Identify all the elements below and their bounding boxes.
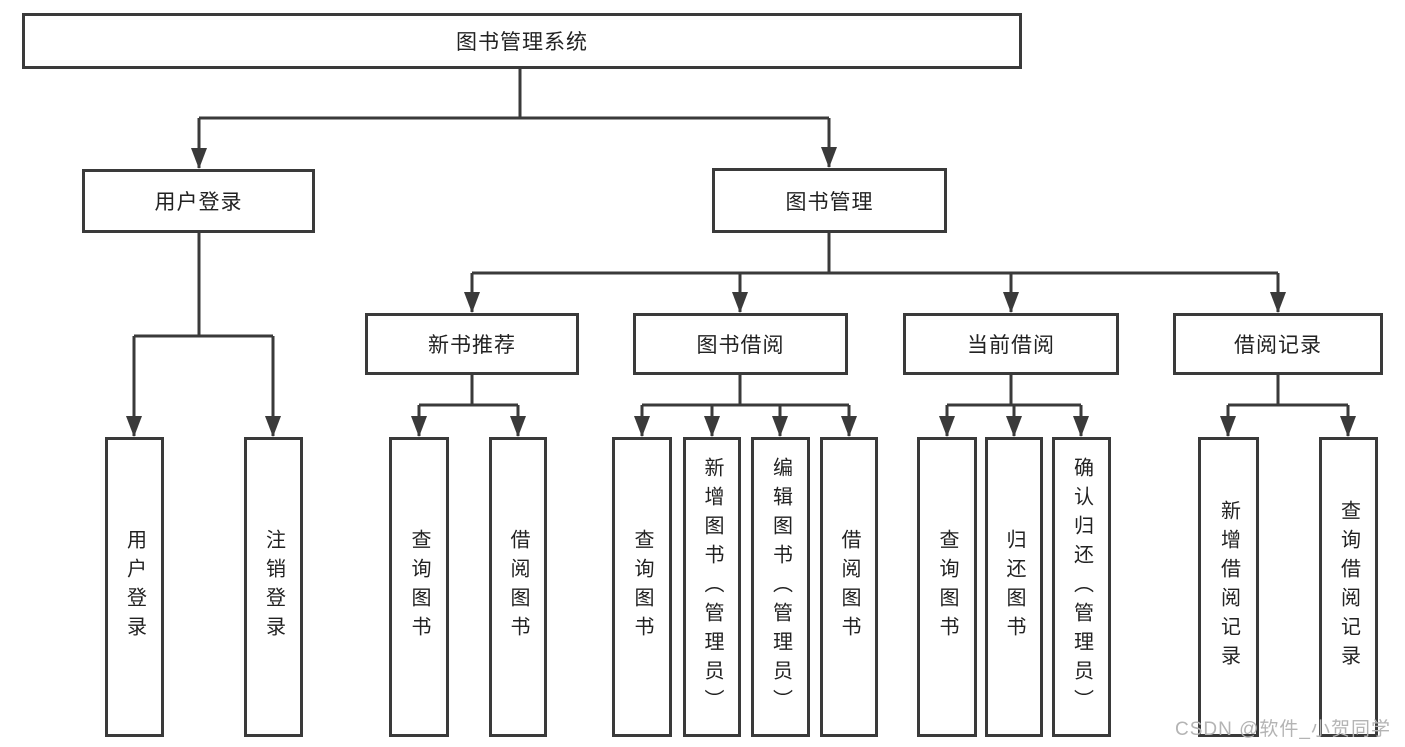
node-book-management: 图书管理 <box>712 168 947 233</box>
node-library-management-system: 图书管理系统 <box>22 13 1022 69</box>
leaf-newbook-search: 查询图书 <box>389 437 449 737</box>
leaf-records-add: 新增借阅记录 <box>1198 437 1259 737</box>
leaf-label: 编辑图书（管理员） <box>769 456 792 718</box>
node-new-book-recommend: 新书推荐 <box>365 313 579 375</box>
leaf-label: 新增图书（管理员） <box>701 456 723 718</box>
leaf-logout: 注销登录 <box>244 437 303 737</box>
leaf-label: 查询借阅记录 <box>1337 500 1360 674</box>
leaf-label: 查询图书 <box>408 529 430 645</box>
leaf-newbook-borrow: 借阅图书 <box>489 437 547 737</box>
watermark: CSDN @软件_小贺同学 <box>1175 719 1391 740</box>
leaf-records-search: 查询借阅记录 <box>1319 437 1378 737</box>
leaf-label: 借阅图书 <box>838 529 860 645</box>
leaf-label: 查询图书 <box>936 529 958 645</box>
leaf-current-return: 归还图书 <box>985 437 1043 737</box>
leaf-borrow-borrow: 借阅图书 <box>820 437 878 737</box>
leaf-borrow-search: 查询图书 <box>612 437 672 737</box>
leaf-label: 归还图书 <box>1003 529 1025 645</box>
node-borrowing-records: 借阅记录 <box>1173 313 1383 375</box>
leaf-label: 查询图书 <box>631 529 653 645</box>
leaf-label: 借阅图书 <box>507 529 529 645</box>
leaf-current-search: 查询图书 <box>917 437 977 737</box>
leaf-label: 确认归还（管理员） <box>1070 456 1093 718</box>
leaf-borrow-edit-admin: 编辑图书（管理员） <box>751 437 810 737</box>
leaf-current-confirm-return-admin: 确认归还（管理员） <box>1052 437 1111 737</box>
leaf-borrow-add-admin: 新增图书（管理员） <box>683 437 741 737</box>
node-user-login: 用户登录 <box>82 169 315 233</box>
node-book-borrowing: 图书借阅 <box>633 313 848 375</box>
leaf-label: 新增借阅记录 <box>1217 500 1240 674</box>
arrowheads <box>126 147 1356 437</box>
leaf-label: 用户登录 <box>123 529 146 645</box>
leaf-label: 注销登录 <box>262 529 285 645</box>
leaf-user-login: 用户登录 <box>105 437 164 737</box>
node-current-borrowing: 当前借阅 <box>903 313 1119 375</box>
